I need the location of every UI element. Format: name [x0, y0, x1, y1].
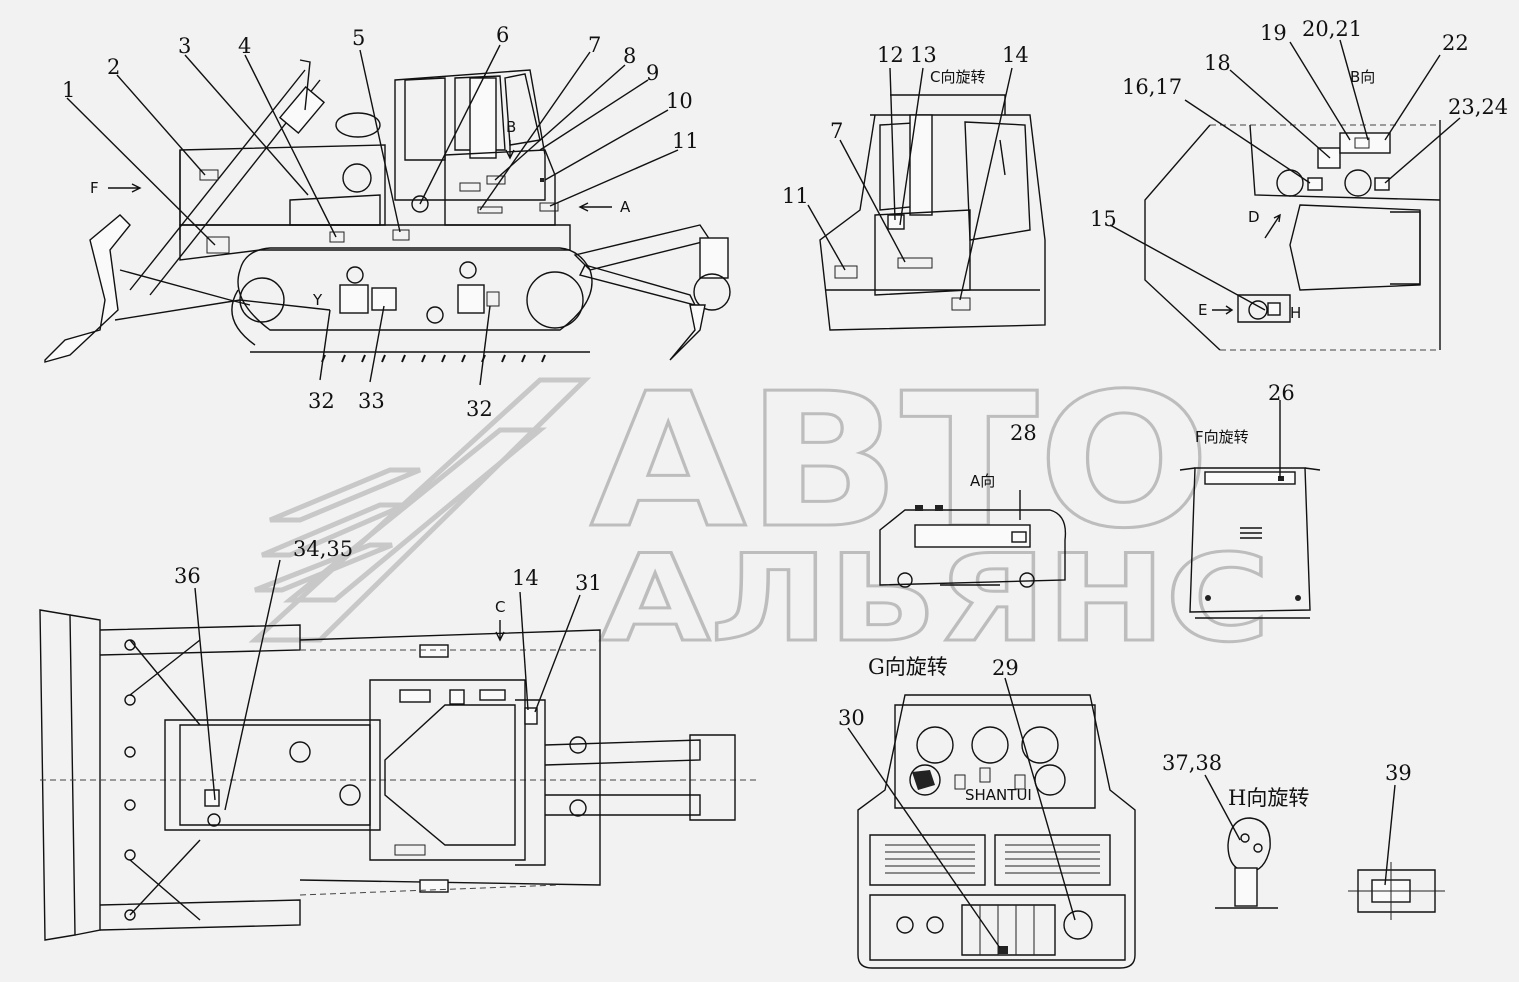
callout-32b: 32	[466, 397, 493, 421]
callout-29: 29	[992, 656, 1019, 680]
panel-a-title: A向	[970, 472, 995, 490]
callout-30: 30	[838, 706, 865, 730]
callout-22: 22	[1442, 31, 1469, 55]
callout-3: 3	[178, 34, 191, 58]
callout-11: 11	[672, 129, 699, 153]
callout-7b: 7	[830, 119, 843, 143]
arrow-e-label: E	[1198, 301, 1207, 319]
callout-18: 18	[1204, 51, 1231, 75]
rear-view: C向旋转	[819, 68, 1046, 331]
panel-g-view: G向旋转 SHANTUI	[857, 655, 1136, 969]
callout-11b: 11	[782, 184, 809, 208]
arrow-f-label: F	[90, 179, 99, 197]
panel-a-view: A向 28	[879, 421, 1067, 588]
arrow-c-label: C	[495, 598, 505, 616]
callout-16-17: 16,17	[1122, 75, 1182, 99]
callout-4: 4	[238, 34, 251, 58]
cab-top-view: B向 D E H	[1144, 68, 1441, 351]
brand-label: SHANTUI	[965, 786, 1032, 804]
arrow-b-label: B	[506, 118, 516, 136]
callout-5: 5	[352, 26, 365, 50]
rear-view-title: C向旋转	[930, 68, 985, 86]
callout-10: 10	[666, 89, 693, 113]
callout-37-38: 37,38	[1162, 751, 1222, 775]
callout-36: 36	[174, 564, 201, 588]
callout-9: 9	[646, 61, 659, 85]
rear-view-callouts: 12 13 7 11 14	[782, 43, 1029, 301]
callout-15: 15	[1090, 207, 1117, 231]
cab-top-title: B向	[1350, 68, 1375, 86]
callout-7: 7	[588, 33, 601, 57]
panel-h-view: H向旋转 37,38 39	[1162, 751, 1445, 920]
panel-h-title: H向旋转	[1228, 786, 1309, 810]
side-view: Y F A B	[44, 59, 731, 363]
top-view-callouts: 36 34,35 14 31	[174, 537, 602, 811]
panel-f-view: F向旋转 26	[1179, 381, 1321, 619]
callout-6: 6	[496, 23, 509, 47]
callout-2: 2	[107, 55, 120, 79]
panel-g-title: G向旋转	[868, 655, 948, 679]
callout-33: 33	[358, 389, 385, 413]
cab-top-callouts: 16,17 18 19 20,21 22 23,24 15	[1090, 17, 1508, 311]
arrow-d-label: D	[1248, 208, 1260, 226]
callout-20-21: 20,21	[1302, 17, 1362, 41]
arrow-a-label: A	[620, 198, 631, 216]
panel-f-title: F向旋转	[1195, 428, 1249, 446]
callout-14a: 14	[1002, 43, 1029, 67]
callout-13: 13	[910, 43, 937, 67]
side-view-callouts: 1 2 3 4 5 6 7 8 9 10 11 32 33 32	[62, 23, 699, 421]
label-y: Y	[312, 291, 323, 309]
callout-14b: 14	[512, 566, 539, 590]
callout-23-24: 23,24	[1448, 95, 1508, 119]
arrow-h-label: H	[1290, 304, 1301, 322]
panel-g-callouts: 30 29	[838, 656, 1076, 949]
callout-31: 31	[575, 571, 602, 595]
callout-28: 28	[1010, 421, 1037, 445]
watermark-line2: АЛЬЯНС	[600, 530, 1270, 669]
callout-34-35: 34,35	[293, 537, 353, 561]
callout-32a: 32	[308, 389, 335, 413]
callout-26: 26	[1268, 381, 1295, 405]
top-view: C	[39, 598, 760, 941]
callout-19: 19	[1260, 21, 1287, 45]
callout-39: 39	[1385, 761, 1412, 785]
callout-1: 1	[62, 78, 75, 102]
callout-8: 8	[623, 44, 636, 68]
callout-12: 12	[877, 43, 904, 67]
watermark-logo: АВТО АЛЬЯНС	[248, 352, 1272, 671]
watermark-line1: АВТО	[590, 353, 1210, 569]
